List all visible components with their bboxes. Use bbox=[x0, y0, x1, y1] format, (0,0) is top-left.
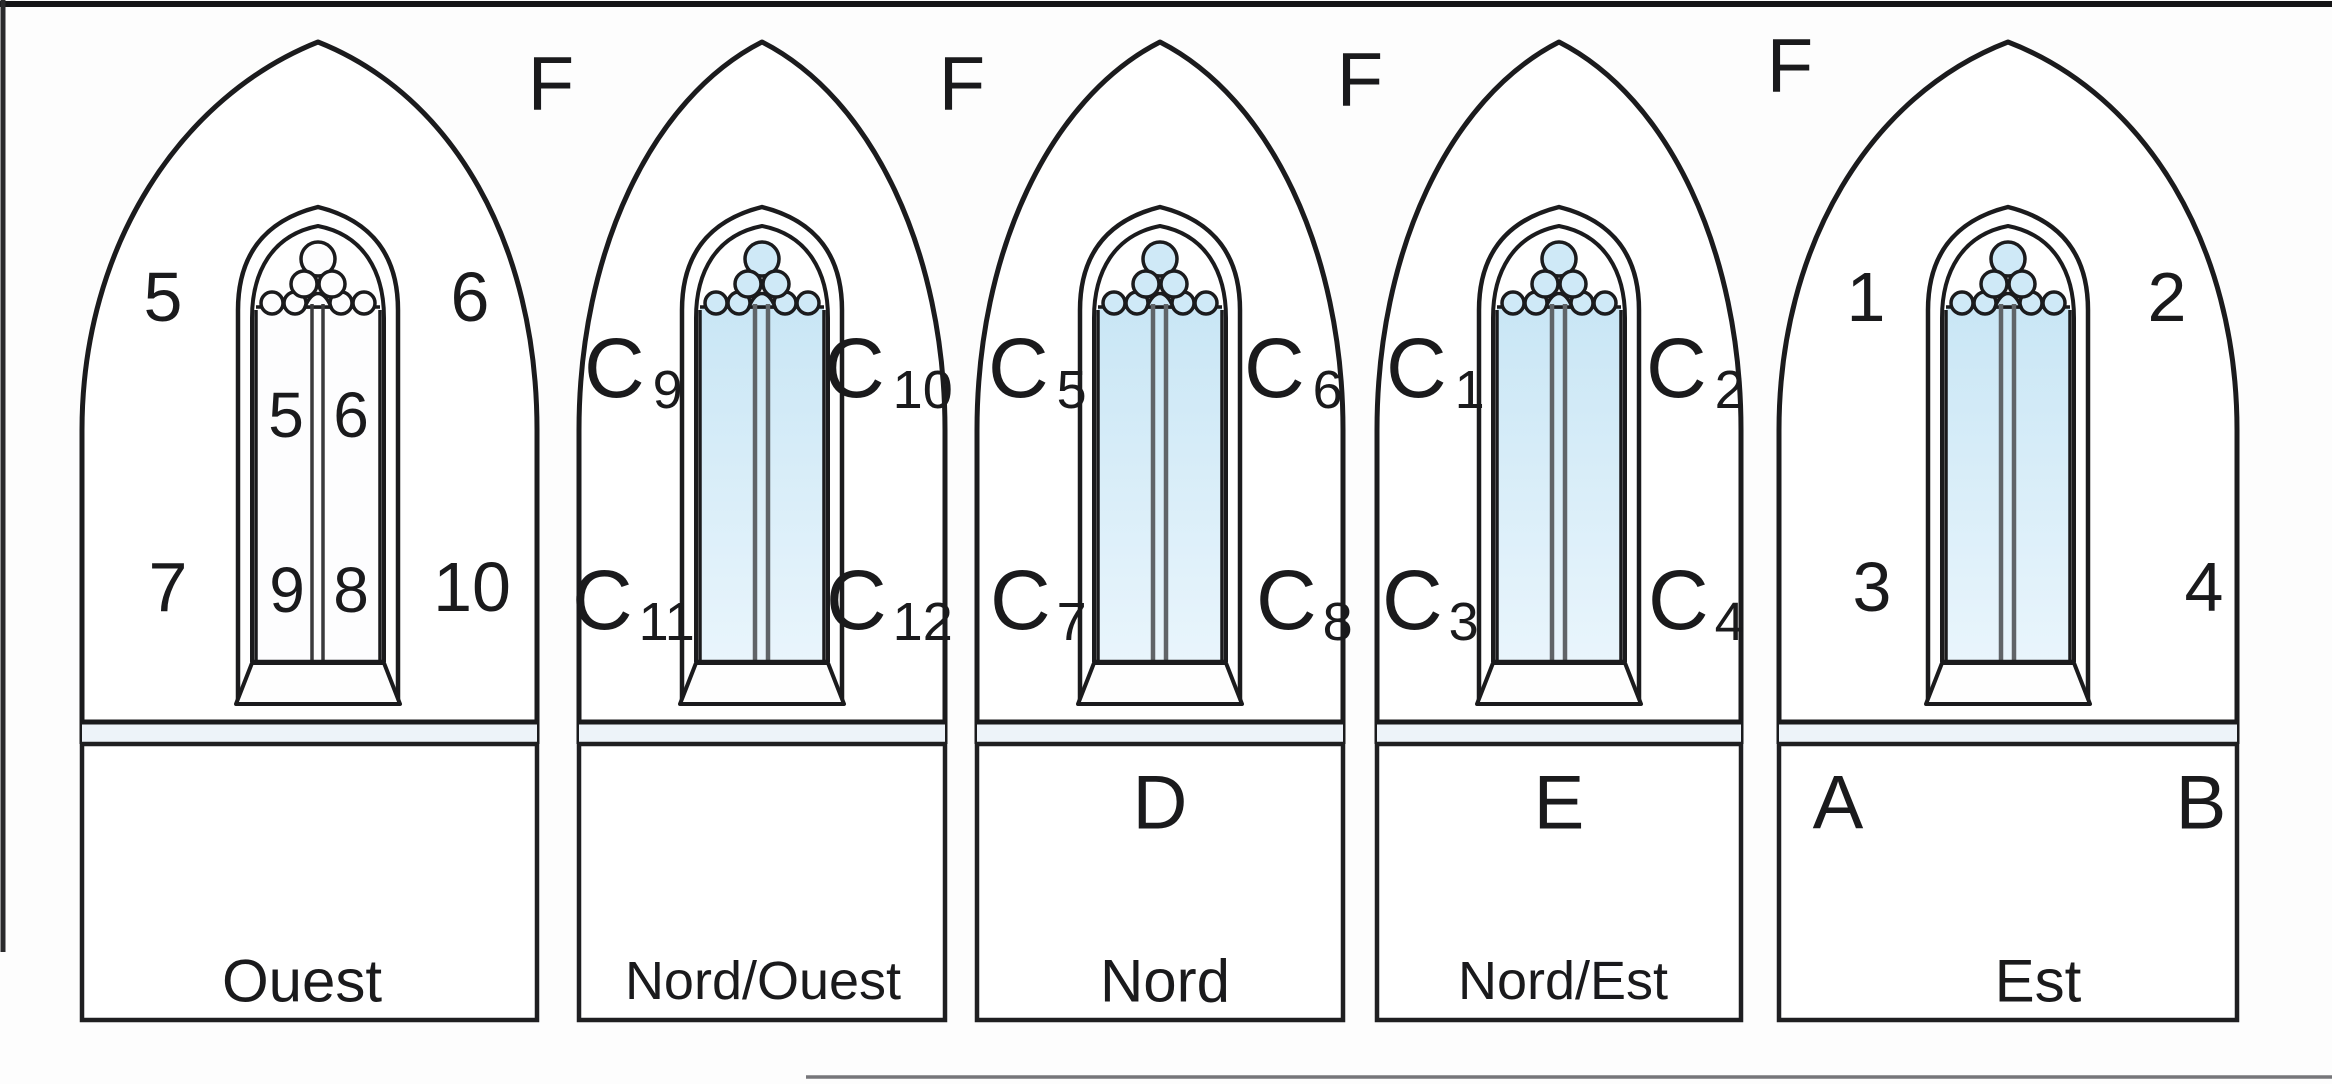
bay-label: 10 bbox=[433, 548, 511, 626]
bay-label: 6 bbox=[451, 258, 490, 336]
f-marker: F bbox=[528, 42, 574, 127]
base-letter: B bbox=[2176, 761, 2227, 846]
f-marker: F bbox=[939, 42, 985, 127]
panel-caption: Ouest bbox=[222, 948, 382, 1015]
base-section bbox=[1776, 741, 2240, 1023]
base-section bbox=[79, 741, 540, 1023]
bay-label: 4 bbox=[2185, 548, 2224, 626]
panel-caption: Nord/Est bbox=[1458, 951, 1668, 1011]
panel-caption: Est bbox=[1995, 948, 2082, 1015]
f-marker: F bbox=[1337, 38, 1383, 123]
pane-label: 6 bbox=[333, 379, 369, 451]
base-section bbox=[576, 741, 948, 1023]
pane-label: 8 bbox=[333, 554, 369, 626]
pane-label: 9 bbox=[269, 554, 305, 626]
bay-label: 2 bbox=[2148, 258, 2187, 336]
panel-caption: Nord bbox=[1100, 948, 1230, 1015]
panel-ouest: 5 6 7 10 5 6 9 8 Ouest bbox=[79, 39, 540, 1023]
panel-caption: Nord/Ouest bbox=[625, 951, 901, 1011]
springing-band bbox=[579, 724, 945, 742]
springing-band bbox=[977, 724, 1343, 742]
bay-label: 1 bbox=[1847, 258, 1886, 336]
bay-label: 7 bbox=[149, 548, 188, 626]
springing-band bbox=[1779, 724, 2237, 742]
base-letter: D bbox=[1133, 761, 1188, 846]
pane-label: 5 bbox=[268, 379, 304, 451]
bay-label: 5 bbox=[144, 258, 183, 336]
springing-band bbox=[1377, 724, 1741, 742]
base-letter: E bbox=[1534, 761, 1585, 846]
springing-band bbox=[82, 724, 537, 742]
base-section bbox=[1374, 741, 1744, 1023]
base-letter: A bbox=[1813, 761, 1864, 846]
base-section bbox=[974, 741, 1346, 1023]
f-marker: F bbox=[1767, 24, 1813, 109]
bay-label: 3 bbox=[1853, 548, 1892, 626]
panel-est: 1 2 3 4 A B Est bbox=[1776, 39, 2240, 1023]
